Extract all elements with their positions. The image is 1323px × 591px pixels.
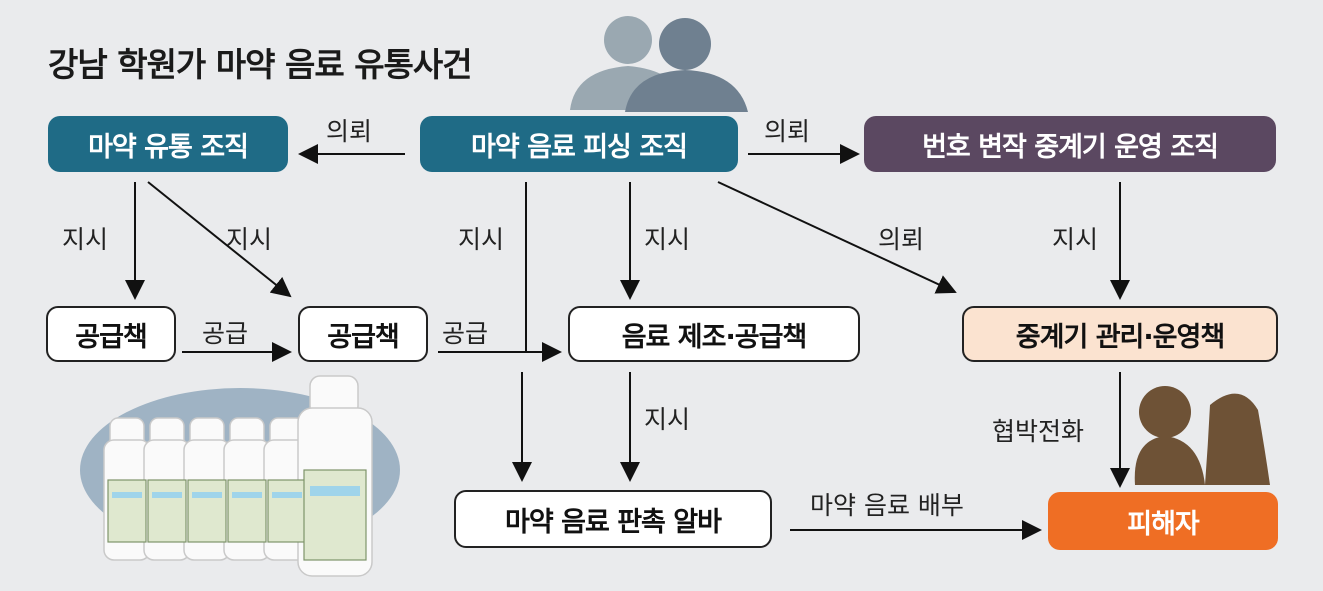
node-drink-seller-parttimer: 마약 음료 판촉 알바 bbox=[454, 490, 772, 548]
node-drug-drink-phishing-org: 마약 음료 피싱 조직 bbox=[420, 116, 738, 172]
edge-label-request-left: 의뢰 bbox=[326, 117, 373, 146]
node-supplier-2: 공급책 bbox=[298, 306, 428, 362]
edge-label-drink-distribution: 마약 음료 배부 bbox=[810, 491, 964, 520]
edge-label-instruct-a: 지시 bbox=[62, 225, 109, 254]
edge-label-supply-1: 공급 bbox=[202, 319, 249, 348]
suspects-silhouette-icon bbox=[570, 16, 748, 112]
node-supplier-1: 공급책 bbox=[46, 306, 176, 362]
node-number-spoof-relay-org: 번호 변작 중계기 운영 조직 bbox=[864, 116, 1276, 172]
edge-label-instruct-f: 지시 bbox=[644, 405, 691, 434]
node-victim: 피해자 bbox=[1048, 492, 1278, 550]
node-drug-distribution-org: 마약 유통 조직 bbox=[48, 116, 288, 172]
edge-label-instruct-e: 지시 bbox=[1052, 225, 1099, 254]
edge-label-request-right: 의뢰 bbox=[764, 117, 811, 146]
node-drink-maker-supplier: 음료 제조·공급책 bbox=[568, 306, 860, 362]
edge-label-instruct-b: 지시 bbox=[226, 225, 273, 254]
edge-label-request-diagonal: 의뢰 bbox=[878, 225, 925, 254]
edge-label-instruct-d: 지시 bbox=[644, 225, 691, 254]
edge-label-threat-call: 협박전화 bbox=[992, 417, 1085, 446]
node-relay-manager: 중계기 관리·운영책 bbox=[962, 306, 1278, 362]
drug-drink-bottles-image bbox=[80, 375, 400, 577]
edge-label-supply-2: 공급 bbox=[442, 319, 489, 348]
arrow-lines bbox=[125, 144, 1130, 540]
page-title: 강남 학원가 마약 음료 유통사건 bbox=[48, 45, 473, 84]
victims-silhouette-icon bbox=[1134, 386, 1270, 485]
edge-label-instruct-c: 지시 bbox=[458, 225, 505, 254]
